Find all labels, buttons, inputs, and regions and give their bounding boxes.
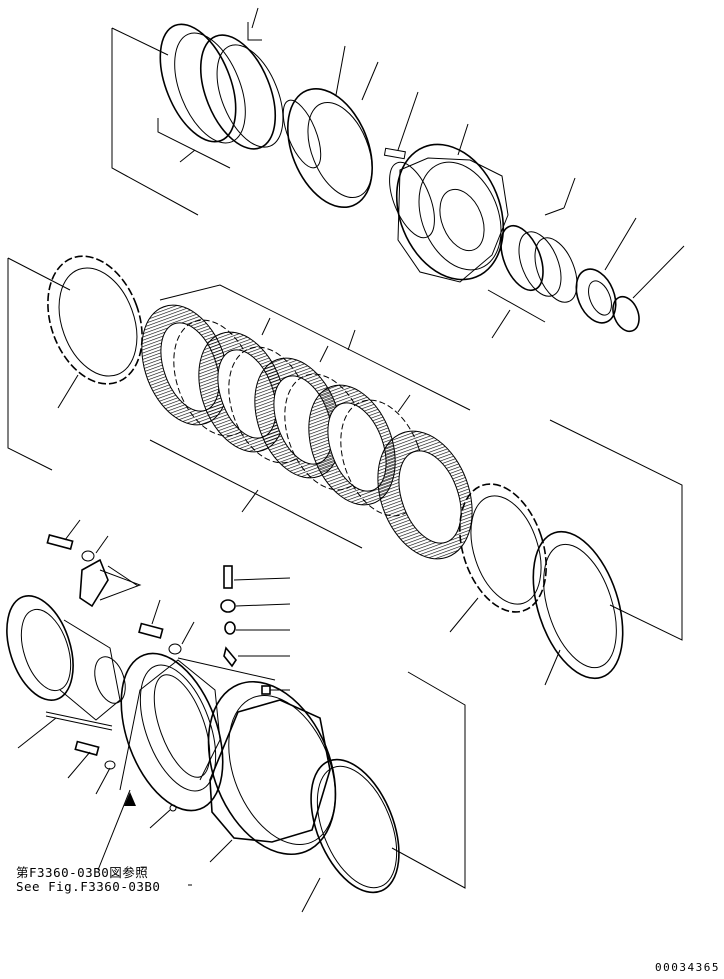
bolt-washer-upper	[46, 519, 109, 562]
plug-small	[149, 804, 177, 829]
bearing	[575, 217, 637, 324]
document-number: 00034365	[655, 961, 720, 974]
mounting-bracket	[79, 558, 142, 608]
seal-ring-large	[301, 758, 400, 913]
bearing-seal-set	[487, 177, 578, 339]
end-plate-right	[449, 483, 547, 633]
snap-ring-small	[612, 245, 685, 333]
piston-ring	[282, 45, 379, 209]
top-seal-ring-group	[111, 7, 284, 216]
reference-note-en: See Fig.F3360-03B0	[16, 879, 161, 894]
pin	[383, 91, 419, 160]
clutch-disc-pack	[141, 284, 473, 560]
brake-flange	[97, 652, 276, 871]
thrust-washer	[532, 419, 683, 686]
end-plate-left	[7, 255, 143, 471]
reference-note-jp: 第F3360-03B0図参照	[16, 865, 149, 880]
bolt-washer-middle	[138, 599, 195, 655]
bolt-washer-lower	[67, 740, 116, 795]
drum-housing	[207, 671, 466, 889]
axle-shaft	[6, 595, 126, 749]
clutch-hub	[389, 123, 509, 283]
fittings-column	[220, 565, 291, 668]
